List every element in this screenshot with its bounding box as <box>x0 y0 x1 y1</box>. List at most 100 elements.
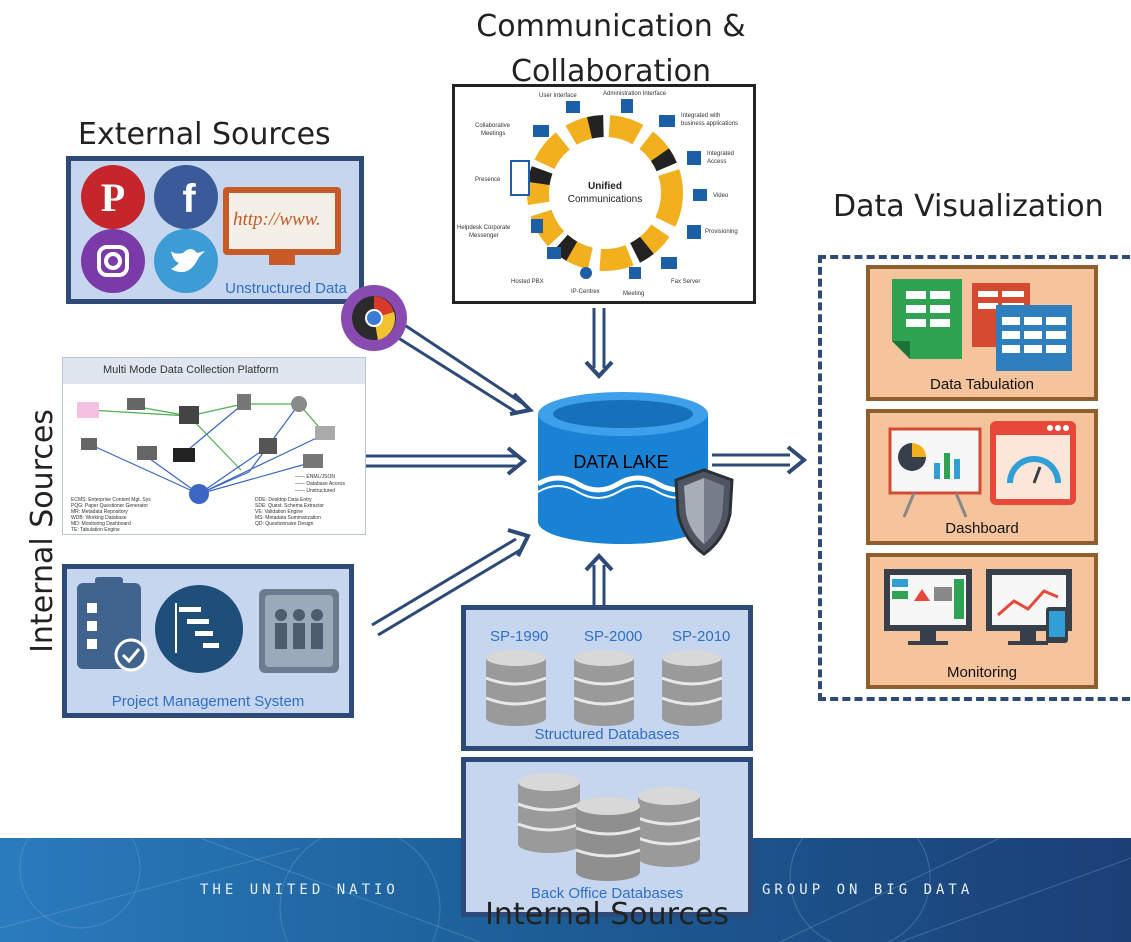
database-icon-2 <box>573 650 635 726</box>
uc-item-5: Provisioning <box>705 229 738 235</box>
uc-fax-icon <box>661 257 677 269</box>
uc-presence-icon <box>510 160 530 196</box>
svg-text:—— Database Access: —— Database Access <box>295 481 346 487</box>
uc-meeting-icon <box>629 267 641 279</box>
node-ms <box>137 446 157 460</box>
multimode-network-diagram: —— ENML/JSON —— Database Access —— Unstr… <box>71 394 346 533</box>
svg-text:WDB: Working Database: WDB: Working Database <box>71 515 127 521</box>
svg-text:MS: Metadata Summarization: MS: Metadata Summarization <box>255 515 321 521</box>
node-sde <box>315 426 335 440</box>
node-te <box>173 448 195 462</box>
database-icon-1 <box>485 650 547 726</box>
uc-admin-icon <box>621 99 633 113</box>
svg-text:Unified: Unified <box>588 181 622 192</box>
structured-databases-panel: SP-1990 SP-2000 SP-2010 Structured Datab… <box>461 605 753 751</box>
arrow-external-head <box>509 392 535 416</box>
instagram-icon <box>81 229 145 293</box>
svg-text:TE: Tabulation Engine: TE: Tabulation Engine <box>71 527 120 533</box>
svg-text:MD: Monitoring Dashboard: MD: Monitoring Dashboard <box>71 521 131 527</box>
svg-text:QD: Questionnaire Design: QD: Questionnaire Design <box>255 521 314 527</box>
data-lake-icon <box>536 392 734 556</box>
svg-text:SDE: Quest. Schema Extractor: SDE: Quest. Schema Extractor <box>255 503 324 509</box>
monitoring-icons <box>884 569 1072 645</box>
back-office-db-icons <box>517 773 701 881</box>
monitoring-label: Monitoring <box>946 664 1018 681</box>
back-office-label: Back Office Databases <box>530 885 684 902</box>
external-sources-panel: P f http://www. Unstructured Data <box>66 156 364 304</box>
data-tabulation-label: Data Tabulation <box>930 376 1034 393</box>
svg-text:P: P <box>101 175 125 220</box>
unstructured-data-label: Unstructured Data <box>225 280 347 297</box>
database-icon-3 <box>661 650 723 726</box>
uc-provisioning-icon <box>687 225 701 239</box>
db-label-sp1990: SP-1990 <box>490 628 549 645</box>
title-communication: Communication & Collaboration <box>476 9 746 89</box>
node-ve <box>259 438 277 454</box>
svg-text:PQG: Paper Questioner Generato: PQG: Paper Questioner Generator <box>71 503 148 509</box>
svg-text:ECMS: Enterprise Content Mgt.: ECMS: Enterprise Content Mgt. Sys <box>71 497 151 503</box>
project-icons <box>77 577 339 673</box>
project-management-label: Project Management System <box>111 693 305 710</box>
svg-text:Communications: Communications <box>568 194 642 205</box>
dashboard-panel: Dashboard <box>866 409 1098 545</box>
uc-business-apps-icon <box>659 115 675 127</box>
footer-text-left: THE UNITED NATIO <box>200 882 399 898</box>
project-management-panel: Project Management System <box>62 564 354 718</box>
spreadsheet-icon <box>892 279 1072 371</box>
uc-access-icon <box>687 151 701 165</box>
unified-communications-panel: Unified Communications User Interface Ad… <box>452 84 756 304</box>
structured-databases-caption: Structured Databases <box>534 726 680 743</box>
dashboard-label: Dashboard <box>945 520 1019 537</box>
uc-item-7: Meeting <box>623 291 644 297</box>
title-internal-sources-bottom: Internal Sources <box>485 897 729 932</box>
uc-helpdesk-icon <box>531 219 543 233</box>
pinterest-icon <box>81 165 145 229</box>
db-label-sp2000: SP-2000 <box>584 628 643 645</box>
title-data-visualization: Data Visualization <box>833 189 1104 224</box>
dashboard-icons <box>888 421 1076 518</box>
uc-ipcentrex-icon <box>580 267 592 279</box>
footer-text-right: GROUP ON BIG DATA <box>762 882 974 898</box>
uc-item-8: IP-Centrex <box>571 289 600 295</box>
arrow-structured-head <box>584 553 614 572</box>
svg-text:—— Unstructured: —— Unstructured <box>295 488 335 494</box>
uc-item-2a: Integrated with <box>681 113 720 119</box>
footer-network-pattern <box>0 838 1131 942</box>
uc-item-11: Presence <box>475 177 501 183</box>
uc-item-10b: Messenger <box>469 233 499 239</box>
uc-pbx-icon <box>547 247 561 259</box>
uc-item-3b: Access <box>707 159 726 165</box>
svg-text:MR: Metadata Repository: MR: Metadata Repository <box>71 509 128 515</box>
uc-collab-icon <box>533 125 549 137</box>
uc-item-6: Fax Server <box>671 279 700 285</box>
uc-item-10a: Helpdesk Corporate <box>457 225 511 231</box>
node-ecms <box>127 398 145 410</box>
data-source-badge-icon <box>341 285 407 351</box>
node-hub <box>189 484 209 504</box>
uc-item-9: Hosted PBX <box>511 279 544 285</box>
arrow-visualization-head <box>786 445 808 475</box>
gantt-chart-icon <box>155 585 243 673</box>
node-pqg <box>77 402 99 418</box>
monitoring-panel: Monitoring <box>866 553 1098 689</box>
url-text: http://www. <box>233 209 321 230</box>
svg-text:—— ENML/JSON: —— ENML/JSON <box>295 474 335 480</box>
security-shield-icon <box>674 468 734 556</box>
multimode-title: Multi Mode Data Collection Platform <box>103 364 279 376</box>
svg-text:VE: Validation Engine: VE: Validation Engine <box>255 509 303 515</box>
uc-user-interface-icon <box>566 101 580 113</box>
node-wdb <box>291 396 307 412</box>
uc-item-1: Administration Interface <box>603 91 667 97</box>
uc-item-4: Video <box>713 193 729 199</box>
svg-text:f: f <box>182 177 196 221</box>
db-label-sp2010: SP-2010 <box>672 628 731 645</box>
uc-item-12a: Collaborative <box>475 123 511 129</box>
title-external-sources: External Sources <box>78 117 331 152</box>
arrow-project-head <box>507 528 531 557</box>
node-dde <box>237 394 251 410</box>
data-visualization-container <box>818 255 1130 701</box>
social-icons: P f <box>81 165 218 293</box>
uc-video-icon <box>693 189 707 201</box>
node-qd <box>303 454 323 468</box>
